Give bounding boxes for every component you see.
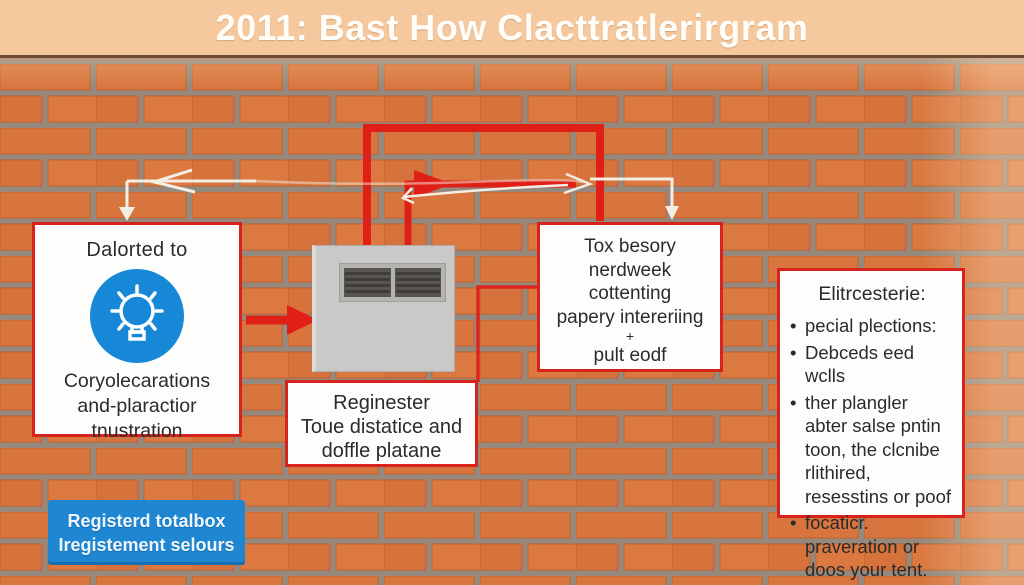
page-title: 2011: Bast How Clacttratlerirgram [215,6,809,48]
vent-grille-icon [394,268,441,297]
lightbulb-icon [110,284,164,341]
idea-box-line: tnustration [91,420,183,442]
title-banner: 2011: Bast How Clacttratlerirgram [0,0,1024,58]
checklist-item-text: ther plangler abter salse pntin toon, th… [805,391,952,507]
checklist-box: Elitrcesterie: • pecial plections: • Deb… [777,268,965,580]
bullet-marker: • [790,391,797,413]
tox-box-line: nerdweek [588,259,672,281]
checklist-item: • pecial plections: [790,314,954,338]
vent-grille-icon [344,268,391,297]
register-box-line: Reginester [333,392,430,414]
tox-box-line: Tox besory [584,236,676,257]
tox-box: Tox besory nerdweek cottenting papery in… [537,222,723,372]
checklist-item: • Debceds eed wclls [790,341,954,388]
bullet-marker: • [790,341,797,363]
bullet-marker: • [790,512,797,533]
tox-box-line: pult eodf [593,345,667,366]
register-label-line: Registerd totalbox [67,510,226,531]
checklist-item-text: focaticr. praveration or doos your tent. [805,512,928,580]
checklist-item: • ther plangler abter salse pntin toon, … [790,391,954,509]
tox-box-line: cottenting [588,283,672,304]
checklist-item-text: Debceds eed wclls [805,341,915,387]
register-box-line: doffle platane [321,440,442,462]
utility-box [312,245,455,372]
checklist-item: • focaticr. praveration or doos your ten… [790,511,954,582]
lightbulb-badge [90,269,184,363]
tox-box-plus: + [625,328,635,344]
idea-box-heading: Dalorted to [86,239,188,261]
checklist-item-text: pecial plections: [805,315,937,336]
register-label-box: Registerd totalbox Iregistement selours [48,500,245,565]
vent-frame [339,263,446,302]
idea-box-line: Coryolecarations [63,370,211,392]
checklist-heading: Elitrcesterie: [818,283,926,305]
idea-box: Dalorted to Coryolecarations and-plaract… [32,222,242,442]
register-box-line: Toue distatice and [300,416,463,438]
tox-box-line: papery intereriing [556,306,704,328]
idea-box-line: and-plaractior [77,395,197,417]
register-box: Reginester Toue distatice and doffle pla… [285,380,478,467]
register-label-line: Iregistement selours [58,534,235,555]
bullet-marker: • [790,315,797,336]
